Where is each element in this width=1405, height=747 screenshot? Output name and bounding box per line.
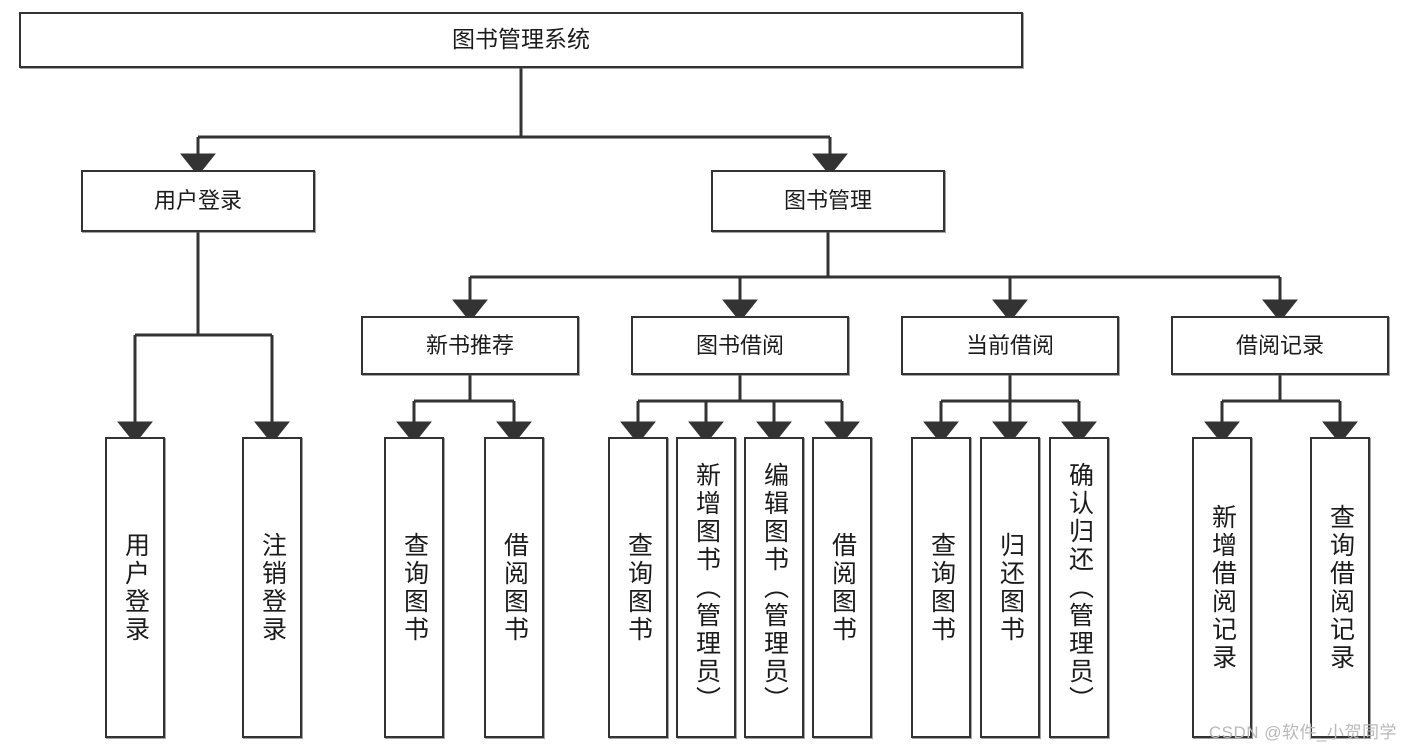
node-label: 确认归还（管理员） (1065, 461, 1094, 714)
leaf-add-borrow-record[interactable]: 新增借阅记录 (1192, 437, 1252, 738)
node-user-login[interactable]: 用户登录 (81, 170, 315, 232)
leaf-logout-login[interactable]: 注销登录 (242, 437, 302, 738)
node-label: 新书推荐 (425, 332, 514, 358)
node-root-book-management-system[interactable]: 图书管理系统 (19, 12, 1023, 68)
leaf-user-login[interactable]: 用户登录 (105, 437, 165, 738)
node-label: 用户登录 (153, 188, 242, 214)
node-label: 归还图书 (996, 531, 1025, 644)
leaf-add-book-admin[interactable]: 新增图书（管理员） (676, 437, 736, 738)
node-label: 新增借阅记录 (1208, 503, 1237, 672)
node-new-book-recommend[interactable]: 新书推荐 (361, 316, 579, 375)
node-borrow-record[interactable]: 借阅记录 (1171, 316, 1389, 375)
node-label: 借阅记录 (1235, 332, 1324, 358)
node-label: 编辑图书（管理员） (760, 461, 789, 714)
leaf-query-borrow-record[interactable]: 查询借阅记录 (1310, 437, 1370, 738)
leaf-query-book-borrow[interactable]: 查询图书 (608, 437, 668, 738)
node-label: 新增图书（管理员） (692, 461, 721, 714)
node-label: 图书管理 (783, 188, 872, 214)
node-label: 用户登录 (121, 531, 150, 644)
node-label: 查询图书 (624, 531, 653, 644)
node-label: 图书管理系统 (452, 26, 590, 53)
node-label: 查询图书 (400, 531, 429, 644)
node-label: 借阅图书 (500, 531, 529, 644)
leaf-return-book[interactable]: 归还图书 (980, 437, 1040, 738)
node-label: 借阅图书 (828, 531, 857, 644)
watermark-csdn: CSDN @软件_小贺同学 (1208, 723, 1397, 742)
node-label: 查询图书 (927, 531, 956, 644)
node-label: 注销登录 (258, 531, 287, 644)
node-book-borrow[interactable]: 图书借阅 (631, 316, 849, 375)
node-label: 当前借阅 (965, 332, 1054, 358)
leaf-query-book-current[interactable]: 查询图书 (911, 437, 971, 738)
node-book-management[interactable]: 图书管理 (711, 170, 945, 232)
leaf-query-book-recommend[interactable]: 查询图书 (384, 437, 444, 738)
leaf-confirm-return-admin[interactable]: 确认归还（管理员） (1049, 437, 1109, 738)
leaf-borrow-book-recommend[interactable]: 借阅图书 (484, 437, 544, 738)
leaf-edit-book-admin[interactable]: 编辑图书（管理员） (744, 437, 804, 738)
node-current-borrow[interactable]: 当前借阅 (901, 316, 1119, 375)
node-label: 图书借阅 (695, 332, 784, 358)
leaf-borrow-book[interactable]: 借阅图书 (812, 437, 872, 738)
node-label: 查询借阅记录 (1326, 503, 1355, 672)
